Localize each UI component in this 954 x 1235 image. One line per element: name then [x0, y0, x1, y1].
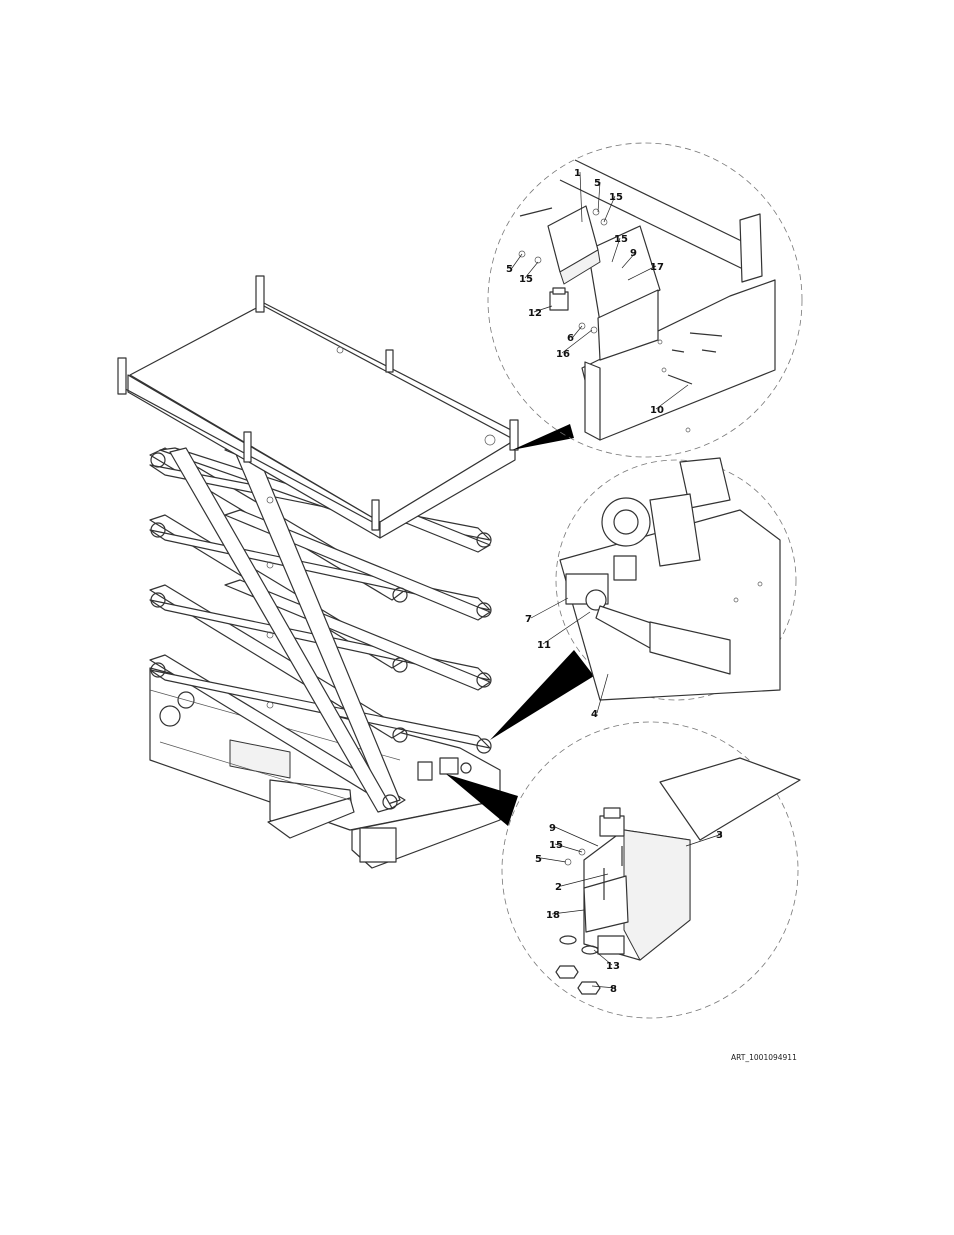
leader-line-c13 [593, 949, 613, 966]
callout-c3: 3 [716, 830, 723, 841]
pointer-wedge-top [512, 424, 574, 450]
leader-line-c8 [591, 985, 617, 989]
callout-c15b: 15 [614, 234, 628, 245]
callout-c17: 17 [650, 262, 664, 273]
leader-line-c16 [561, 329, 593, 354]
callout-c4: 4 [591, 709, 598, 720]
pointer-wedge-bottom [446, 774, 518, 826]
scissor-arms [149, 435, 492, 813]
leader-line-c12 [533, 305, 553, 313]
leader-line-c9b [554, 826, 599, 847]
leader-line-c2 [560, 873, 609, 887]
callout-c7: 7 [525, 614, 532, 625]
callout-c2: 2 [555, 882, 562, 893]
platform-deck [117, 275, 519, 539]
leader-line-c15c [524, 261, 539, 279]
leader-line-c18 [551, 909, 585, 915]
leader-line-c15d [554, 843, 583, 853]
callout-c9a: 9 [630, 248, 637, 259]
callout-c18: 18 [546, 910, 560, 921]
leader-line-c6 [572, 325, 583, 338]
callout-c12: 12 [528, 308, 542, 319]
callout-c1: 1 [574, 168, 581, 179]
scissor-lift-assembly [117, 275, 519, 869]
leader-line-c15a [603, 195, 616, 223]
detail-bottom [501, 721, 801, 1019]
callout-c9b: 9 [549, 823, 556, 834]
callout-c10: 10 [650, 405, 664, 416]
detail-top [487, 142, 803, 458]
leader-line-c17 [627, 265, 657, 281]
base-limit-switch [417, 757, 472, 781]
leader-line-c7 [530, 597, 569, 619]
callout-c15d: 15 [549, 840, 563, 851]
callout-c15a: 15 [609, 192, 623, 203]
leader-line-c5c [540, 857, 567, 863]
leader-line-c5b [511, 253, 523, 269]
callout-c8: 8 [610, 984, 617, 995]
leader-line-c15b [611, 237, 621, 263]
callout-c5b: 5 [506, 264, 513, 275]
leader-line-c11 [542, 611, 591, 645]
leader-line-c5a [597, 181, 601, 213]
detail-middle [555, 457, 797, 701]
callout-c11: 11 [537, 640, 551, 651]
callout-c5c: 5 [535, 854, 542, 865]
callout-c5a: 5 [594, 178, 601, 189]
callout-c16: 16 [556, 349, 570, 360]
pointer-wedge-mid [490, 650, 594, 740]
figure-id-label: ART_1001094911 [731, 1053, 797, 1062]
leader-line-c4 [596, 673, 609, 714]
leader-line-c3 [685, 833, 723, 847]
callout-c6: 6 [567, 333, 574, 344]
callout-c13: 13 [606, 961, 620, 972]
leader-line-c10 [655, 384, 689, 410]
leader-line-c9a [621, 251, 637, 269]
callout-c15c: 15 [519, 274, 533, 285]
leader-line-c1 [579, 171, 583, 223]
